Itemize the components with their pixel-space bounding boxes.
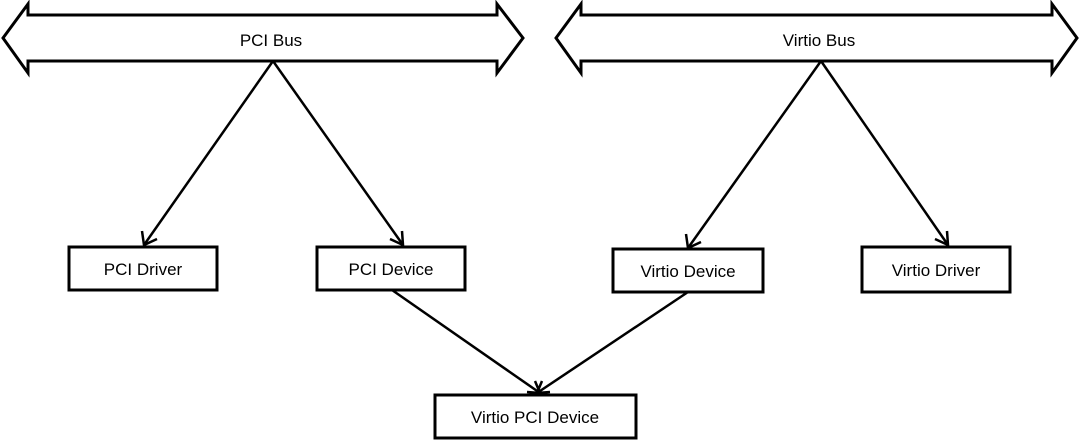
node-pci-driver: PCI Driver bbox=[67, 245, 219, 292]
arrowhead-virtio-driver bbox=[934, 230, 950, 248]
pci-bus: PCI Bus bbox=[1, 0, 525, 78]
virtio-bus: Virtio Bus bbox=[554, 0, 1079, 78]
virtio-pci-device-box bbox=[433, 393, 638, 440]
edge-pci-device-to-virtio-pci-device bbox=[391, 288, 541, 395]
pci-bus-label: PCI Bus bbox=[240, 31, 302, 50]
arrowhead-virtio-pci-device-right bbox=[535, 380, 551, 395]
virtio-device-label: Virtio Device bbox=[640, 262, 735, 281]
virtio-bus-label: Virtio Bus bbox=[783, 31, 855, 50]
virtio-driver-box bbox=[860, 245, 1012, 294]
virtio-bus-arrow-shape bbox=[554, 0, 1079, 78]
pci-driver-label: PCI Driver bbox=[104, 260, 183, 279]
pci-device-box bbox=[315, 245, 467, 292]
arrowhead-pci-device bbox=[389, 230, 405, 248]
virtio-device-box bbox=[611, 247, 765, 294]
pci-device-label: PCI Device bbox=[348, 260, 433, 279]
virtio-driver-label: Virtio Driver bbox=[892, 261, 981, 280]
arrowhead-pci-driver bbox=[140, 230, 158, 247]
node-virtio-driver: Virtio Driver bbox=[860, 245, 1012, 294]
edge-virtio-bus-to-virtio-device bbox=[686, 60, 823, 249]
node-virtio-pci-device: Virtio PCI Device bbox=[433, 393, 638, 440]
edge-virtio-bus-to-virtio-driver bbox=[819, 60, 950, 246]
pci-bus-arrow-shape bbox=[1, 0, 525, 78]
virtio-pci-device-label: Virtio PCI Device bbox=[471, 408, 599, 427]
edge-virtio-device-to-virtio-pci-device bbox=[536, 290, 689, 395]
edge-pci-bus-to-pci-device bbox=[271, 60, 405, 246]
edge-pci-bus-to-pci-driver bbox=[142, 60, 275, 246]
pci-driver-box bbox=[67, 245, 219, 292]
node-virtio-device: Virtio Device bbox=[611, 247, 765, 294]
connectors bbox=[140, 60, 950, 395]
node-pci-device: PCI Device bbox=[315, 245, 467, 292]
